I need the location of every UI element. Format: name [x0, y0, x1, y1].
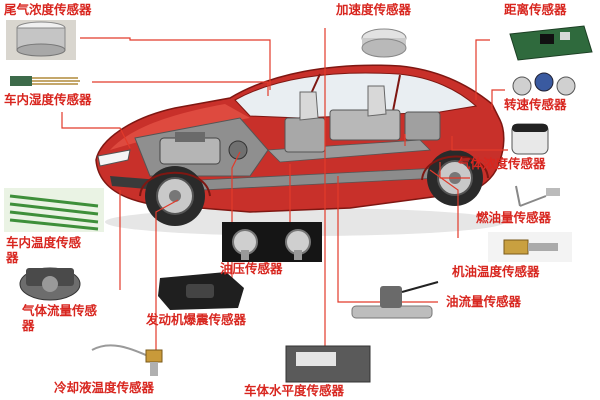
- label-oil-flow-sensor: 油流量传感器: [446, 294, 522, 309]
- pipe-flow-icon: [351, 281, 439, 319]
- label-air-flow-sensor: 气体流量传感器: [22, 303, 98, 333]
- gas-cell-icon: [511, 123, 549, 155]
- float-arm-icon: [515, 185, 560, 207]
- label-distance-sensor: 距离传感器: [504, 2, 567, 17]
- label-coolant-temperature-sensor: 冷却液温度传感器: [54, 380, 155, 395]
- label-gas-concentration-sensor: 气体浓度传感器: [458, 156, 546, 171]
- flow-meter-icon: [19, 267, 81, 301]
- accelerometer-icon: [361, 28, 407, 58]
- label-interior-temperature-sensor: 车内温度传感器: [6, 235, 82, 265]
- label-acceleration-sensor: 加速度传感器: [336, 2, 412, 17]
- level-box-icon: [285, 345, 371, 383]
- wire-probe-icon: [91, 344, 163, 376]
- speed-sensor-icon: [512, 72, 576, 96]
- pressure-switch-icon: [222, 222, 322, 262]
- circuit-board-icon: [509, 25, 593, 61]
- car-cutaway-icon: [95, 64, 505, 236]
- knock-sensor-icon: [158, 272, 244, 310]
- label-body-level-sensor: 车体水平度传感器: [244, 383, 345, 398]
- label-exhaust-gas-sensor: 尾气浓度传感器: [4, 2, 92, 17]
- label-speed-sensor: 转速传感器: [504, 97, 567, 112]
- label-oil-pressure-sensor: 油压传感器: [220, 261, 283, 276]
- label-knock-sensor: 发动机爆震传感器: [146, 312, 247, 327]
- label-fuel-level-sensor: 燃油量传感器: [476, 210, 552, 225]
- cylinder-sensor-icon: [6, 20, 76, 60]
- label-oil-temperature-sensor: 机油温度传感器: [452, 264, 540, 279]
- pin-sensor-icon: [10, 76, 80, 86]
- thread-probe-icon: [488, 232, 572, 262]
- probe-bundle-icon: [4, 188, 104, 232]
- label-interior-humidity-sensor: 车内湿度传感器: [4, 92, 92, 107]
